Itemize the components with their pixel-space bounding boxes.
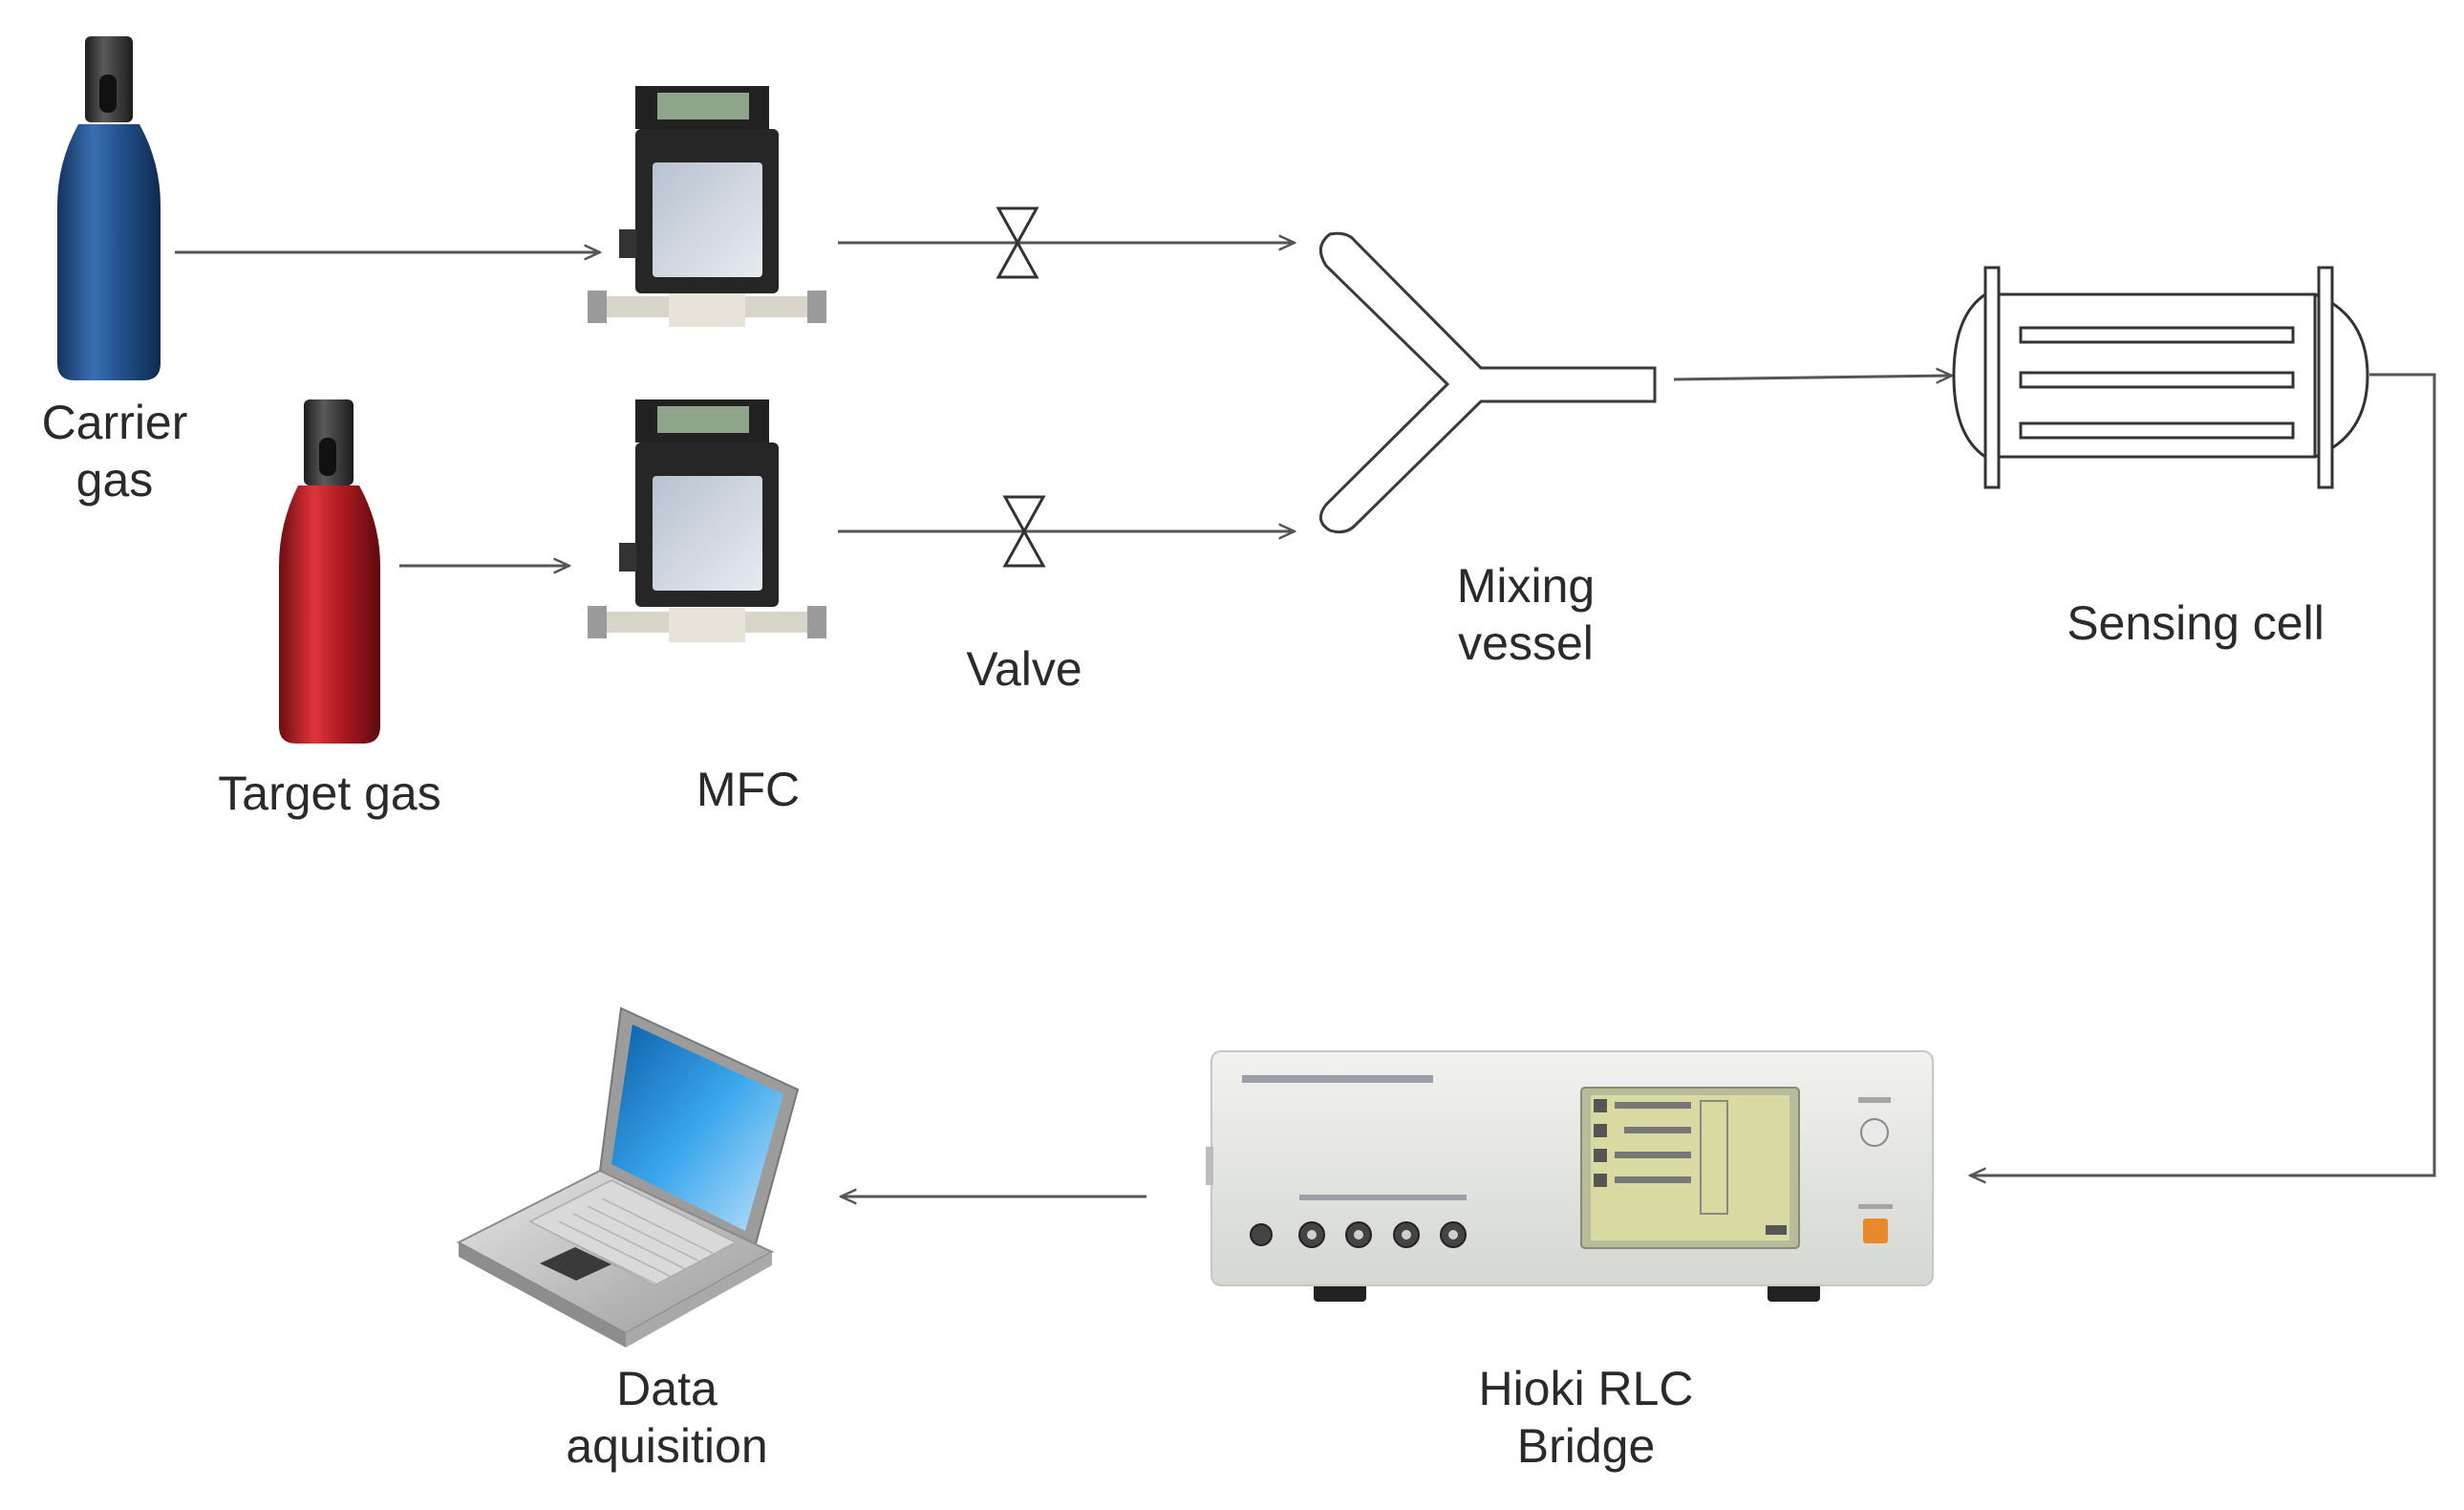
carrier-gas-cylinder-icon bbox=[57, 36, 161, 380]
label-mixing-vessel-line2: vessel bbox=[1458, 616, 1594, 670]
label-data-acquisition: Data aquisition bbox=[566, 1360, 767, 1475]
label-carrier-gas: Carrier gas bbox=[42, 394, 188, 508]
line-cell-to-rlc bbox=[1970, 373, 2436, 1176]
mfc-bottom-icon bbox=[588, 399, 826, 642]
valve-top-icon bbox=[996, 206, 1039, 279]
label-target-gas-text: Target gas bbox=[218, 766, 441, 820]
rlc-bridge-icon bbox=[1206, 1050, 1934, 1302]
label-valve: Valve bbox=[966, 640, 1082, 698]
label-carrier-gas-line2: gas bbox=[75, 453, 154, 507]
label-rlc-bridge-line2: Bridge bbox=[1516, 1419, 1656, 1473]
label-mixing-vessel-line1: Mixing bbox=[1456, 559, 1596, 613]
label-sensing-cell: Sensing cell bbox=[2067, 594, 2325, 652]
label-target-gas: Target gas bbox=[218, 765, 440, 822]
sensing-cell-icon bbox=[1952, 266, 2369, 489]
laptop-icon bbox=[456, 1006, 800, 1348]
label-rlc-bridge-line1: Hioki RLC bbox=[1478, 1362, 1694, 1415]
label-valve-text: Valve bbox=[966, 642, 1082, 696]
label-rlc-bridge: Hioki RLC Bridge bbox=[1478, 1360, 1693, 1475]
label-mfc-text: MFC bbox=[696, 763, 801, 816]
label-sensing-cell-text: Sensing cell bbox=[2067, 596, 2325, 650]
label-mfc: MFC bbox=[696, 761, 800, 818]
line-mixer-to-cell bbox=[1673, 376, 1952, 379]
target-gas-cylinder-icon bbox=[279, 399, 380, 744]
label-data-acquisition-line1: Data bbox=[616, 1362, 718, 1415]
label-carrier-gas-line1: Carrier bbox=[41, 396, 188, 449]
valve-bottom-icon bbox=[1002, 495, 1046, 568]
label-mixing-vessel: Mixing vessel bbox=[1457, 557, 1595, 672]
mfc-top-icon bbox=[588, 86, 826, 327]
mixing-vessel-icon bbox=[1318, 231, 1657, 534]
label-data-acquisition-line2: aquisition bbox=[566, 1419, 768, 1473]
